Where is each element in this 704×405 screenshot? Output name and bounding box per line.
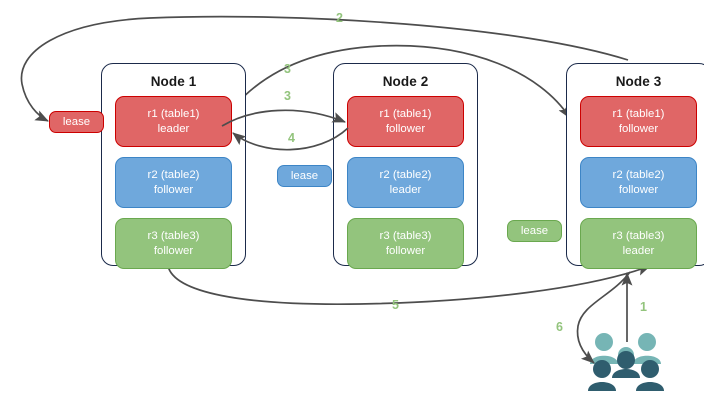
step-label-3a: 3 [284,62,291,76]
node-3-replica-r1[interactable]: r1 (table1) follower [580,96,697,147]
node-3-replicas: r1 (table1) follower r2 (table2) followe… [567,89,704,281]
lease-badge-r2[interactable]: lease [277,165,332,187]
node-2-replicas: r1 (table1) follower r2 (table2) leader … [334,89,477,281]
replica-role: follower [385,244,426,257]
node-1-replica-r1[interactable]: r1 (table1) leader [115,96,232,147]
node-3-replica-r2[interactable]: r2 (table2) follower [580,157,697,208]
node-3-container: Node 3 r1 (table1) follower r2 (table2) … [566,63,704,269]
lease-label: lease [290,170,319,182]
lease-badge-r1[interactable]: lease [49,111,104,133]
node-2-container: Node 2 r1 (table1) follower r2 (table2) … [333,63,478,269]
replica-name: r2 (table2) [147,169,200,182]
step-label-3b: 3 [284,89,291,103]
step-label-1: 1 [640,300,647,314]
node-2-replica-r3[interactable]: r3 (table3) follower [347,218,464,269]
node-1-container: Node 1 r1 (table1) leader r2 (table2) fo… [101,63,246,269]
replica-name: r1 (table1) [379,108,432,121]
node-1-replica-r3[interactable]: r3 (table3) follower [115,218,232,269]
node-1-title: Node 1 [150,74,197,89]
node-3-replica-r3[interactable]: r3 (table3) leader [580,218,697,269]
step-label-6: 6 [556,320,563,334]
replica-role: follower [618,183,659,196]
replica-name: r3 (table3) [379,230,432,243]
replica-role: follower [385,122,426,135]
step-label-2: 2 [336,11,343,25]
replica-name: r3 (table3) [147,230,200,243]
node-2-replica-r1[interactable]: r1 (table1) follower [347,96,464,147]
lease-badge-r3[interactable]: lease [507,220,562,242]
replica-name: r2 (table2) [379,169,432,182]
users-icon [588,333,664,391]
replica-role: follower [153,244,194,257]
replica-name: r2 (table2) [612,169,665,182]
replica-name: r1 (table1) [147,108,200,121]
replica-role: follower [153,183,194,196]
replica-role: leader [157,122,190,135]
replica-name: r3 (table3) [612,230,665,243]
step-label-4: 4 [288,131,295,145]
node-2-title: Node 2 [382,74,429,89]
node-3-title: Node 3 [615,74,662,89]
replica-name: r1 (table1) [612,108,665,121]
node-1-replica-r2[interactable]: r2 (table2) follower [115,157,232,208]
lease-label: lease [520,225,549,237]
step-label-5: 5 [392,298,399,312]
node-2-replica-r2[interactable]: r2 (table2) leader [347,157,464,208]
replica-role: follower [618,122,659,135]
node-1-replicas: r1 (table1) leader r2 (table2) follower … [102,89,245,281]
replica-role: leader [389,183,422,196]
lease-label: lease [62,116,91,128]
replica-role: leader [622,244,655,257]
